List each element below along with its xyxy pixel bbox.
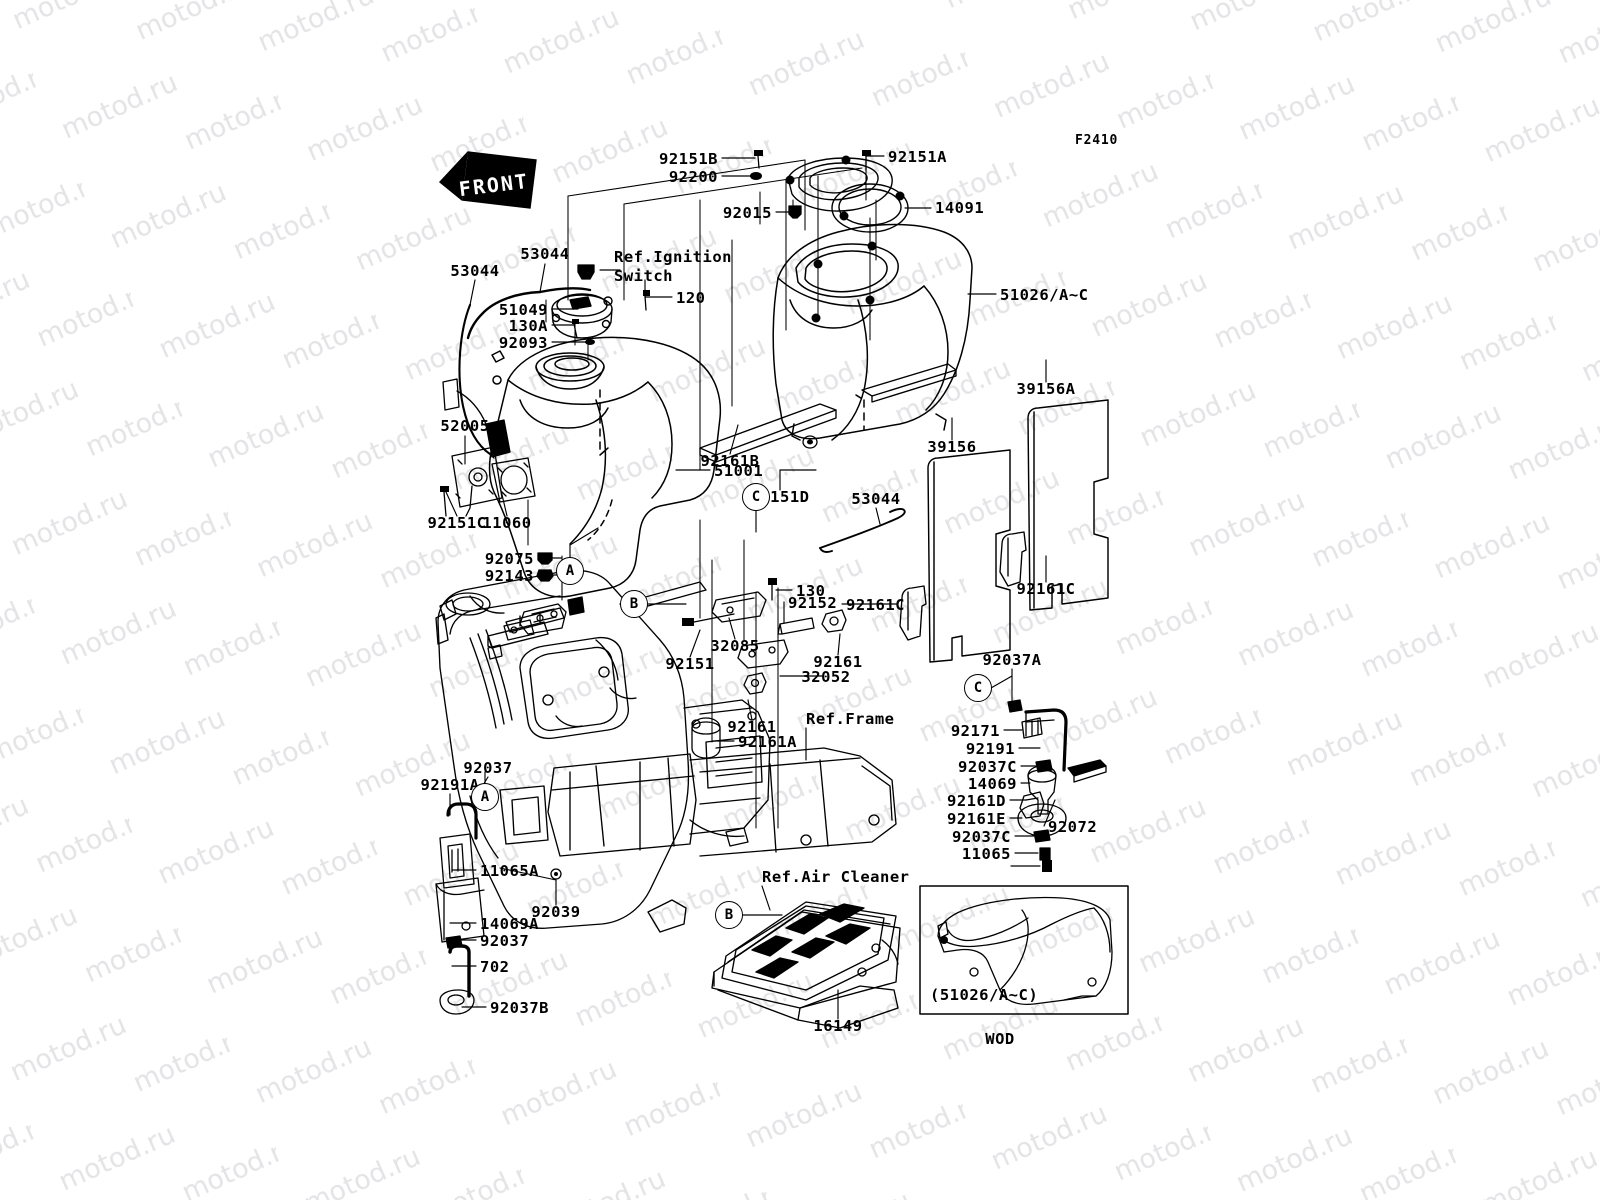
part-number-92037b[interactable]: 92037B — [490, 999, 549, 1017]
callout-marker-b: B — [620, 590, 648, 618]
part-number-32085[interactable]: 32085 — [710, 637, 760, 655]
callout-marker-c: C — [742, 483, 770, 511]
part-number-11060[interactable]: 11060 — [482, 514, 532, 532]
part-number-92151b[interactable]: 92151B — [659, 150, 718, 168]
part-number-11065a[interactable]: 11065A — [480, 862, 539, 880]
part-number-120[interactable]: 120 — [676, 289, 706, 307]
part-number-14091[interactable]: 14091 — [935, 199, 985, 217]
part-number-39156[interactable]: 39156 — [927, 438, 977, 456]
inset-footer: WOD — [985, 1030, 1015, 1048]
part-number-53044[interactable]: 53044 — [450, 262, 500, 280]
part-number-11065[interactable]: 11065 — [961, 845, 1011, 863]
part-number-92151[interactable]: 92151 — [665, 655, 715, 673]
part-number-92037[interactable]: 92037 — [480, 932, 530, 950]
part-number-92171[interactable]: 92171 — [950, 722, 1000, 740]
diagram-code: F2410 — [1075, 133, 1119, 148]
part-number-92151a[interactable]: 92151A — [888, 148, 947, 166]
callout-marker-a: A — [556, 557, 584, 585]
part-number-92037a[interactable]: 92037A — [982, 651, 1042, 669]
inset-caption: (51026/A~C) — [930, 986, 1039, 1004]
part-number-92161a[interactable]: 92161A — [738, 733, 797, 751]
part-number-39156a[interactable]: 39156A — [1016, 380, 1076, 398]
part-number-92161c[interactable]: 92161C — [846, 596, 905, 614]
part-number-92152[interactable]: 92152 — [788, 594, 838, 612]
part-number-92191[interactable]: 92191 — [965, 740, 1015, 758]
part-number-51026-a-c[interactable]: 51026/A~C — [1000, 286, 1089, 304]
callout-marker-a: A — [471, 783, 499, 811]
part-number-52005[interactable]: 52005 — [440, 417, 490, 435]
part-number-92093[interactable]: 92093 — [498, 334, 548, 352]
reference-label-0: Ref.Ignition Switch — [614, 248, 732, 286]
part-number-53044[interactable]: 53044 — [520, 245, 570, 263]
part-number-16149[interactable]: 16149 — [813, 1017, 863, 1035]
part-number-92151c[interactable]: 92151C — [427, 514, 487, 532]
part-number-92072[interactable]: 92072 — [1048, 818, 1098, 836]
part-number-92015[interactable]: 92015 — [722, 204, 772, 222]
part-number-92200[interactable]: 92200 — [668, 168, 718, 186]
part-number-702[interactable]: 702 — [480, 958, 510, 976]
part-number-92143[interactable]: 92143 — [484, 567, 534, 585]
part-number-92161d[interactable]: 92161D — [947, 792, 1006, 810]
part-number-92161e[interactable]: 92161E — [947, 810, 1006, 828]
callout-marker-b: B — [715, 901, 743, 929]
callout-marker-c: C — [964, 674, 992, 702]
part-number-51001[interactable]: 51001 — [714, 462, 764, 480]
reference-label-1: Ref.Frame — [806, 710, 895, 728]
part-number-92161c[interactable]: 92161C — [1016, 580, 1076, 598]
part-number-53044[interactable]: 53044 — [851, 490, 901, 508]
part-number-32052[interactable]: 32052 — [801, 668, 851, 686]
reference-label-2: Ref.Air Cleaner — [762, 868, 910, 886]
